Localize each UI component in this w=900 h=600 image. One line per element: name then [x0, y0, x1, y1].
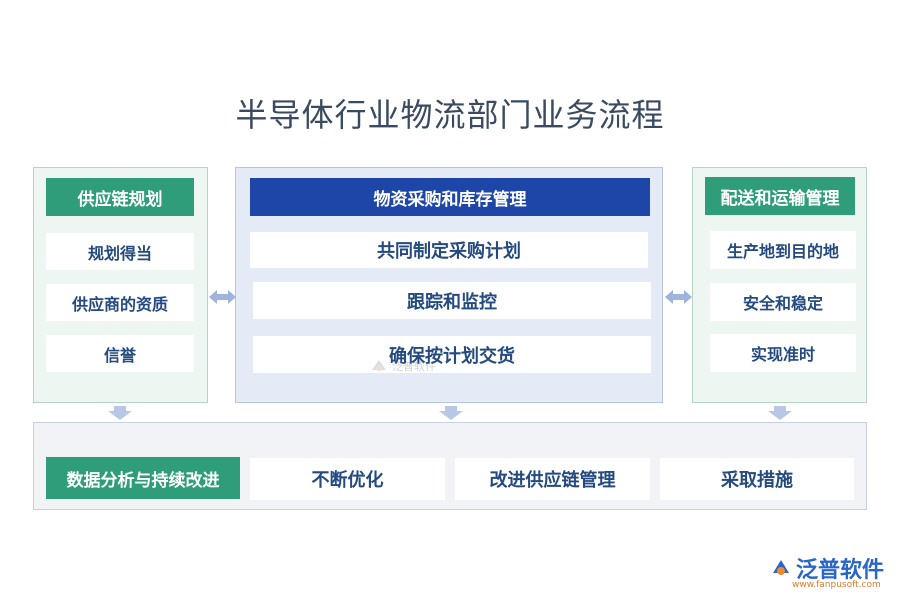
left-item-planning: 规划得当: [46, 233, 194, 270]
data-analysis-header: 数据分析与持续改进: [46, 457, 240, 499]
down-arrow-icon: [439, 406, 463, 420]
right-item-origin-destination: 生产地到目的地: [710, 231, 856, 269]
page-title: 半导体行业物流部门业务流程: [235, 96, 665, 134]
bottom-item-take-measures: 采取措施: [660, 458, 854, 500]
right-item-punctuality: 实现准时: [710, 334, 856, 372]
double-arrow-icon: [665, 290, 692, 304]
center-item-on-time-delivery: 确保按计划交货: [253, 336, 651, 373]
procurement-inventory-header: 物资采购和库存管理: [250, 178, 650, 216]
watermark: 泛普软件: [370, 358, 436, 374]
right-item-safety-stability: 安全和稳定: [710, 283, 856, 321]
watermark-text: 泛普软件: [392, 360, 436, 373]
watermark-logo-icon: [372, 360, 386, 371]
down-arrow-icon: [108, 406, 132, 420]
center-item-tracking: 跟踪和监控: [253, 282, 651, 319]
brand-name: 泛普软件: [796, 558, 885, 583]
bottom-item-improve-supply-chain: 改进供应链管理: [455, 458, 650, 500]
center-item-purchase-plan: 共同制定采购计划: [250, 232, 648, 268]
delivery-transport-header: 配送和运输管理: [705, 177, 855, 215]
left-item-supplier-qualification: 供应商的资质: [46, 284, 194, 321]
brand-logo-icon: [773, 560, 789, 575]
brand-url: www.fanpusoft.com: [792, 580, 881, 590]
supply-chain-planning-header: 供应链规划: [46, 178, 194, 216]
brand-logo: 泛普软件: [770, 552, 884, 584]
left-item-reputation: 信誉: [46, 335, 194, 372]
double-arrow-icon: [209, 290, 236, 304]
down-arrow-icon: [768, 406, 792, 420]
bottom-item-optimize: 不断优化: [250, 458, 445, 500]
